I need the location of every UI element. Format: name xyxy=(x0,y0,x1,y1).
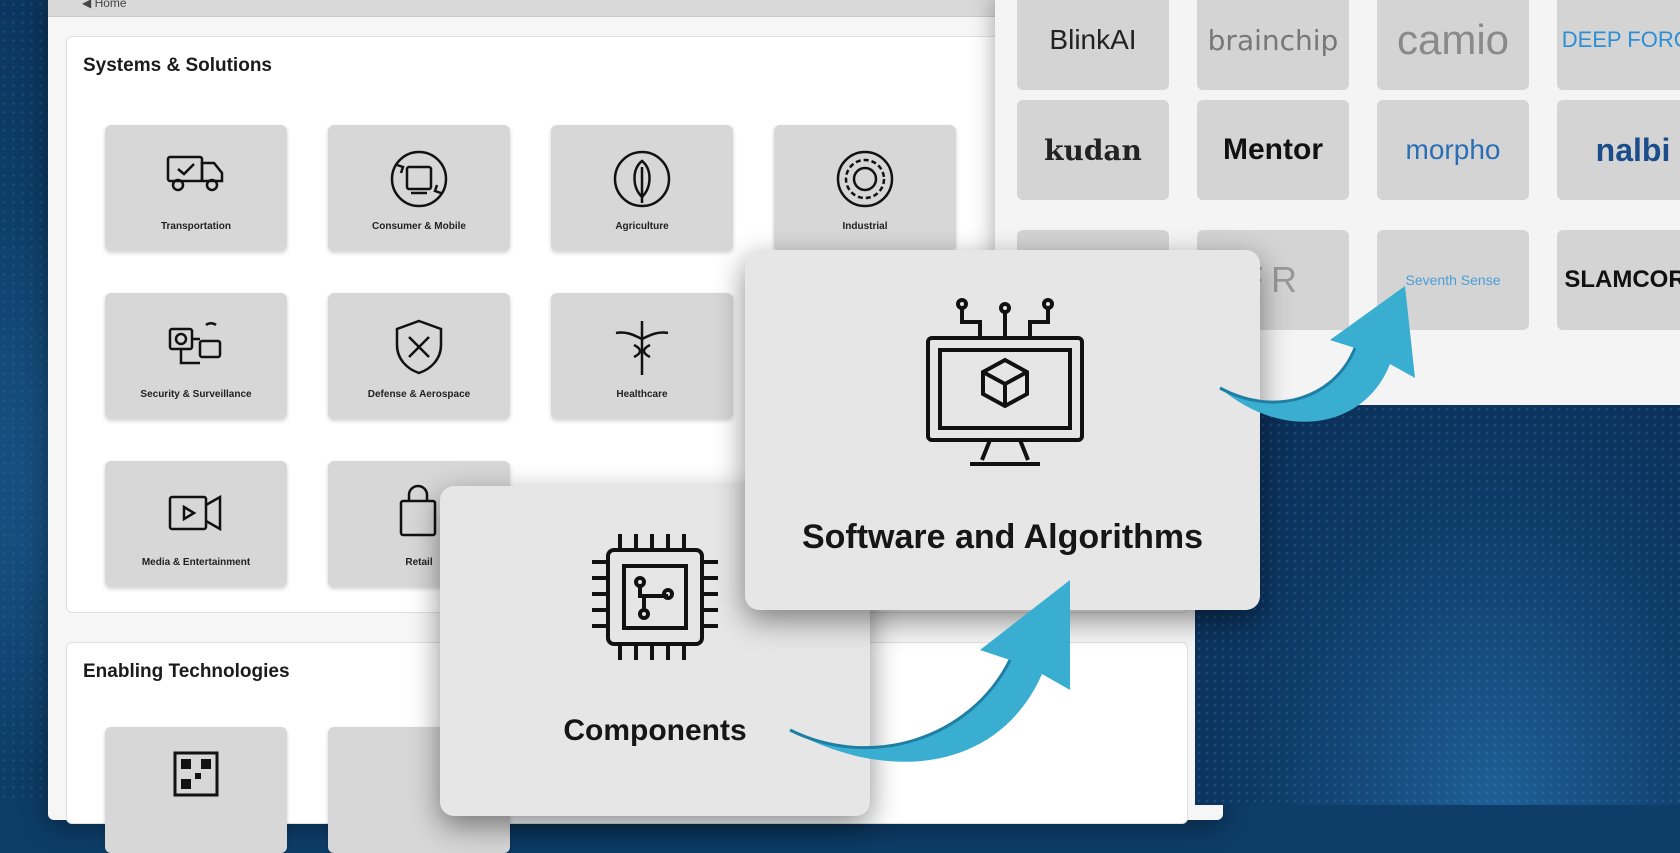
components-title: Components xyxy=(563,714,747,747)
dark-panel xyxy=(1195,405,1680,805)
tile-label: Security & Surveillance xyxy=(140,389,252,400)
partners-window: BlinkAI brainchip camio DEEP FORCE kudan… xyxy=(995,0,1680,405)
tile-label: Healthcare xyxy=(616,389,668,400)
partner-logo-kudan[interactable]: kudan xyxy=(1017,100,1169,200)
enabling-title: Enabling Technologies xyxy=(83,661,290,682)
truck-icon xyxy=(166,155,224,192)
monitor-cube-icon xyxy=(926,298,1084,466)
tile-label: Retail xyxy=(405,557,433,568)
partner-logo-blinkai[interactable]: BlinkAI xyxy=(1017,0,1169,90)
partner-logo-brainchip[interactable]: brainchip xyxy=(1197,0,1349,90)
partner-name: Mentor xyxy=(1223,133,1323,166)
shield-icon xyxy=(395,319,443,375)
back-link[interactable]: ◀ Home xyxy=(82,0,127,10)
tile-security-surveillance[interactable]: Security & Surveillance xyxy=(105,293,287,419)
tile-defense-aerospace[interactable]: Defense & Aerospace xyxy=(328,293,510,419)
systems-title: Systems & Solutions xyxy=(83,55,272,76)
tile-label: Defense & Aerospace xyxy=(367,389,471,400)
mobile-cycle-icon xyxy=(390,150,448,208)
tile-label: Media & Entertainment xyxy=(141,557,251,568)
leaf-icon xyxy=(613,150,671,208)
shopping-bag-icon xyxy=(399,484,437,537)
tile-transportation[interactable]: Transportation xyxy=(105,125,287,251)
video-camera-icon xyxy=(168,494,222,532)
tile-label: Agriculture xyxy=(615,221,669,232)
gear-icon xyxy=(836,150,894,208)
partner-logo-slamcore[interactable]: SLAMCORE xyxy=(1557,230,1680,330)
caduceus-icon xyxy=(615,321,669,375)
back-label: Home xyxy=(94,0,127,10)
qr-chip-icon xyxy=(173,751,219,797)
tile-label: Transportation xyxy=(160,221,231,232)
partner-name: DEEP FORCE xyxy=(1561,27,1680,52)
arrow-software-to-partners xyxy=(1219,286,1415,422)
partner-logo-mentor[interactable]: Mentor xyxy=(1197,100,1349,200)
partner-logo-camio[interactable]: camio xyxy=(1377,0,1529,90)
window-topbar: ◀ Home xyxy=(48,0,1223,17)
tile-healthcare[interactable]: Healthcare xyxy=(551,293,733,419)
partner-name: Seventh Sense xyxy=(1405,272,1501,288)
tile-enabling-chip[interactable] xyxy=(105,727,287,853)
arrow-components-to-software xyxy=(789,580,1070,762)
tile-consumer-mobile[interactable]: Consumer & Mobile xyxy=(328,125,510,251)
partner-logo-nalbi[interactable]: nalbi xyxy=(1557,100,1680,200)
partner-logo-deepforce[interactable]: DEEP FORCE xyxy=(1557,0,1680,90)
partner-name: kudan xyxy=(1044,133,1142,167)
tile-industrial[interactable]: Industrial xyxy=(774,125,956,251)
software-card[interactable]: Software and Algorithms xyxy=(745,250,1260,610)
partner-name: brainchip xyxy=(1207,23,1339,57)
tile-media-entertainment[interactable]: Media & Entertainment xyxy=(105,461,287,587)
partner-name: morpho xyxy=(1405,134,1501,165)
partner-name: SLAMCORE xyxy=(1564,266,1680,293)
partner-name: BlinkAI xyxy=(1049,24,1137,55)
partner-name: camio xyxy=(1396,16,1510,63)
camera-network-icon xyxy=(168,322,222,365)
partner-name: nalbi xyxy=(1595,131,1671,168)
tile-label: Consumer & Mobile xyxy=(372,221,466,232)
software-title: Software and Algorithms xyxy=(801,518,1204,556)
partner-logo-morpho[interactable]: morpho xyxy=(1377,100,1529,200)
tile-label: Industrial xyxy=(842,221,888,232)
tile-agriculture[interactable]: Agriculture xyxy=(551,125,733,251)
chip-icon xyxy=(592,534,718,660)
